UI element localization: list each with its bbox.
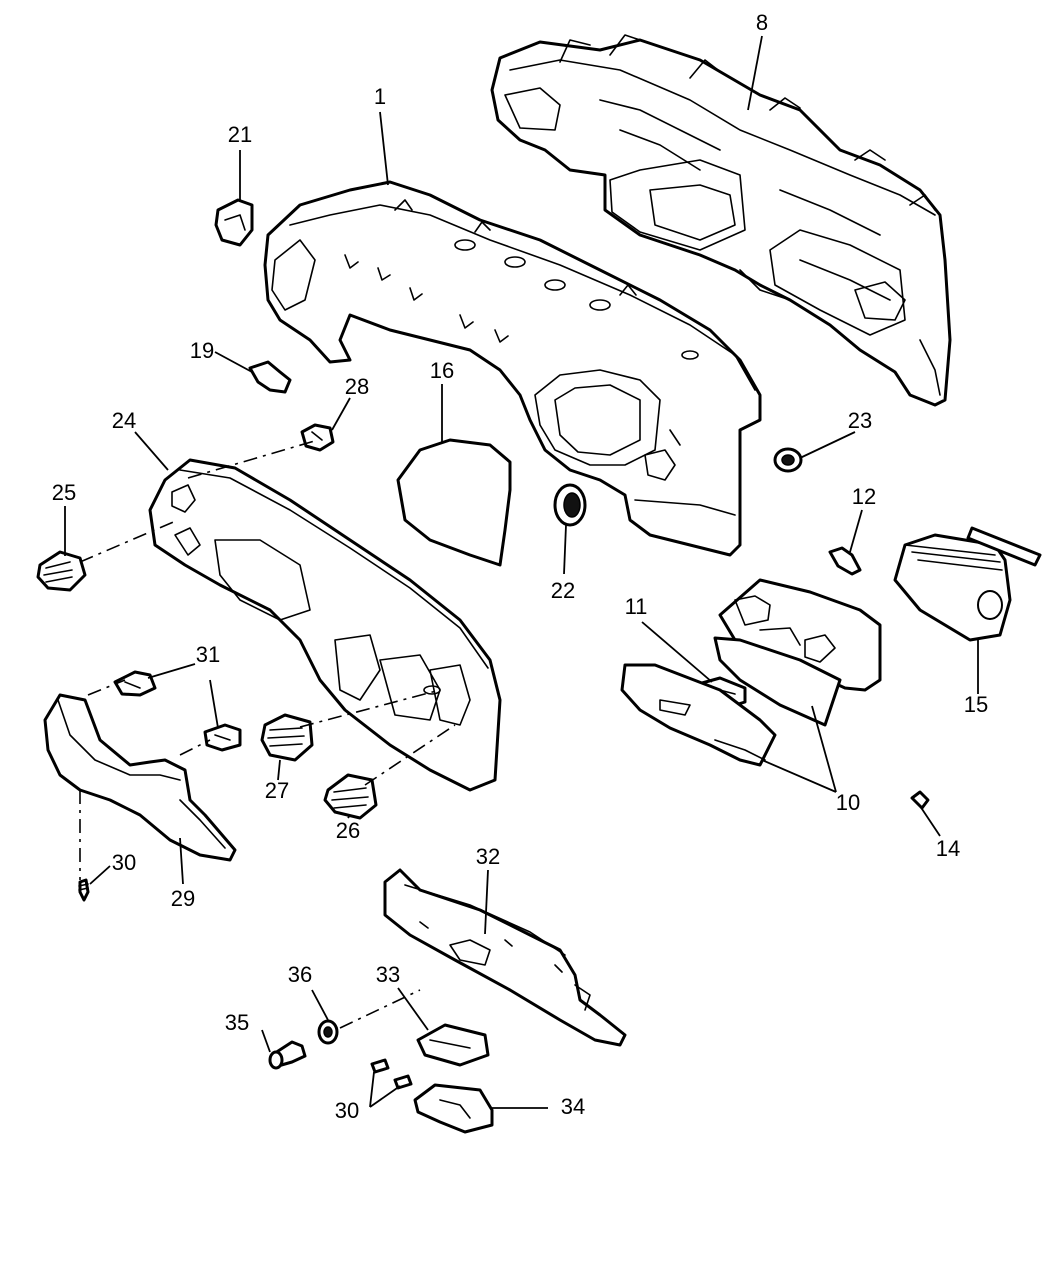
clip-part-28	[300, 423, 335, 452]
callout-10: 10	[836, 790, 860, 815]
bracket-part-33	[416, 1023, 490, 1067]
callout-36: 36	[288, 962, 312, 987]
callout-23: 23	[848, 408, 872, 433]
clip-part-31-upper	[113, 670, 157, 697]
end-cap-part-21	[214, 198, 254, 247]
callout-24: 24	[112, 408, 136, 433]
callout-19: 19	[190, 338, 214, 363]
round-vent-part-22	[553, 483, 587, 527]
glove-box-part-10	[620, 578, 882, 767]
alignment-lines	[79, 439, 456, 1029]
callout-28: 28	[345, 374, 369, 399]
screw-part-30-left	[78, 878, 90, 902]
callout-32: 32	[476, 844, 500, 869]
callout-15: 15	[964, 692, 988, 717]
bolt-part-35	[268, 1040, 307, 1070]
callout-30-left: 30	[112, 850, 136, 875]
washer-part-36	[317, 1019, 339, 1045]
callout-34: 34	[561, 1094, 585, 1119]
grommet-part-23	[773, 447, 803, 473]
clip-part-31-lower	[203, 723, 242, 752]
callout-22: 22	[551, 578, 575, 603]
bracket-part-34	[413, 1083, 494, 1134]
cluster-lens-part-16	[396, 438, 512, 567]
callout-21: 21	[228, 122, 252, 147]
callout-26: 26	[336, 818, 360, 843]
screws-part-30-bottom	[370, 1058, 413, 1090]
callout-31-upper: 31	[196, 642, 220, 667]
callout-11: 11	[625, 594, 648, 619]
callout-35: 35	[225, 1010, 249, 1035]
callout-labels: 1 8 21 19 28 16 24 25 23 12 22 11 15 31 …	[52, 10, 988, 1123]
callout-1: 1	[374, 84, 386, 109]
center-vent-part-26	[323, 773, 378, 820]
callout-8: 8	[756, 10, 768, 35]
callout-27: 27	[265, 778, 289, 803]
callout-30-bottom: 30	[335, 1098, 359, 1123]
center-vent-part-27	[260, 713, 314, 762]
lower-reinforcement-part-32	[383, 868, 627, 1047]
callout-12: 12	[852, 484, 876, 509]
bracket-part-19	[248, 360, 292, 394]
panel-frame-part-8	[490, 34, 952, 407]
callout-25: 25	[52, 480, 76, 505]
cluster-bezel-part-24	[148, 458, 502, 792]
lower-cover-part-29	[43, 693, 237, 862]
push-pin-part-14	[910, 790, 930, 810]
clip-part-12	[828, 546, 862, 576]
callout-14: 14	[936, 836, 960, 861]
airbag-module-part-15	[893, 526, 1042, 642]
callout-29: 29	[171, 886, 195, 911]
leader-lines	[64, 35, 979, 1109]
callout-16: 16	[430, 358, 454, 383]
side-vent-part-25	[36, 550, 87, 592]
callout-33: 33	[376, 962, 400, 987]
panel-cover-part-1	[263, 180, 762, 557]
